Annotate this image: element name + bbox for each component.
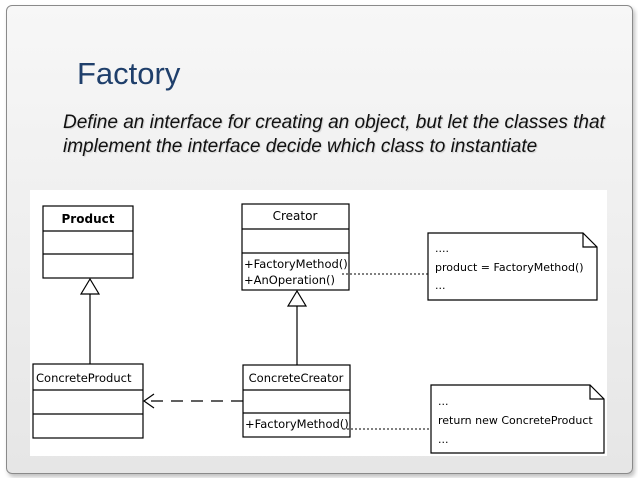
creator-class: Creator +FactoryMethod() +AnOperation() bbox=[241, 203, 350, 291]
note1-line1: .... bbox=[435, 242, 449, 255]
note2-line2: return new ConcreteProduct bbox=[438, 414, 593, 427]
note2-line3: ... bbox=[438, 433, 449, 446]
note1-line3: ... bbox=[435, 279, 446, 292]
concrete-creator-class-name: ConcreteCreator bbox=[249, 371, 344, 385]
note2-line1: ... bbox=[438, 395, 449, 408]
note-concrete-product: ... return new ConcreteProduct ... bbox=[430, 384, 605, 454]
creator-factory-method: +FactoryMethod() bbox=[244, 257, 348, 271]
note-factory-method: .... product = FactoryMethod() ... bbox=[427, 232, 598, 301]
concrete-creator-class: ConcreteCreator +FactoryMethod() bbox=[242, 364, 351, 438]
product-class-name: Product bbox=[62, 212, 115, 226]
creator-an-operation: +AnOperation() bbox=[244, 273, 335, 287]
concrete-product-class: ConcreteProduct bbox=[32, 363, 144, 439]
creator-class-name: Creator bbox=[273, 209, 318, 223]
concrete-product-class-name: ConcreteProduct bbox=[36, 371, 132, 385]
uml-diagram: Product Creator +FactoryMethod() +AnOper… bbox=[30, 190, 607, 456]
note1-line2: product = FactoryMethod() bbox=[435, 261, 584, 274]
uml-diagram-svg: Product Creator +FactoryMethod() +AnOper… bbox=[32, 203, 605, 454]
slide-title: Factory bbox=[77, 56, 181, 91]
dependency-arrow bbox=[142, 393, 243, 409]
product-class: Product bbox=[42, 205, 134, 279]
slide-subtitle: Define an interface for creating an obje… bbox=[63, 112, 605, 157]
concrete-creator-factory-method: +FactoryMethod() bbox=[245, 417, 349, 431]
inheritance-product-arrow bbox=[79, 277, 101, 364]
inheritance-creator-arrow bbox=[286, 289, 308, 365]
